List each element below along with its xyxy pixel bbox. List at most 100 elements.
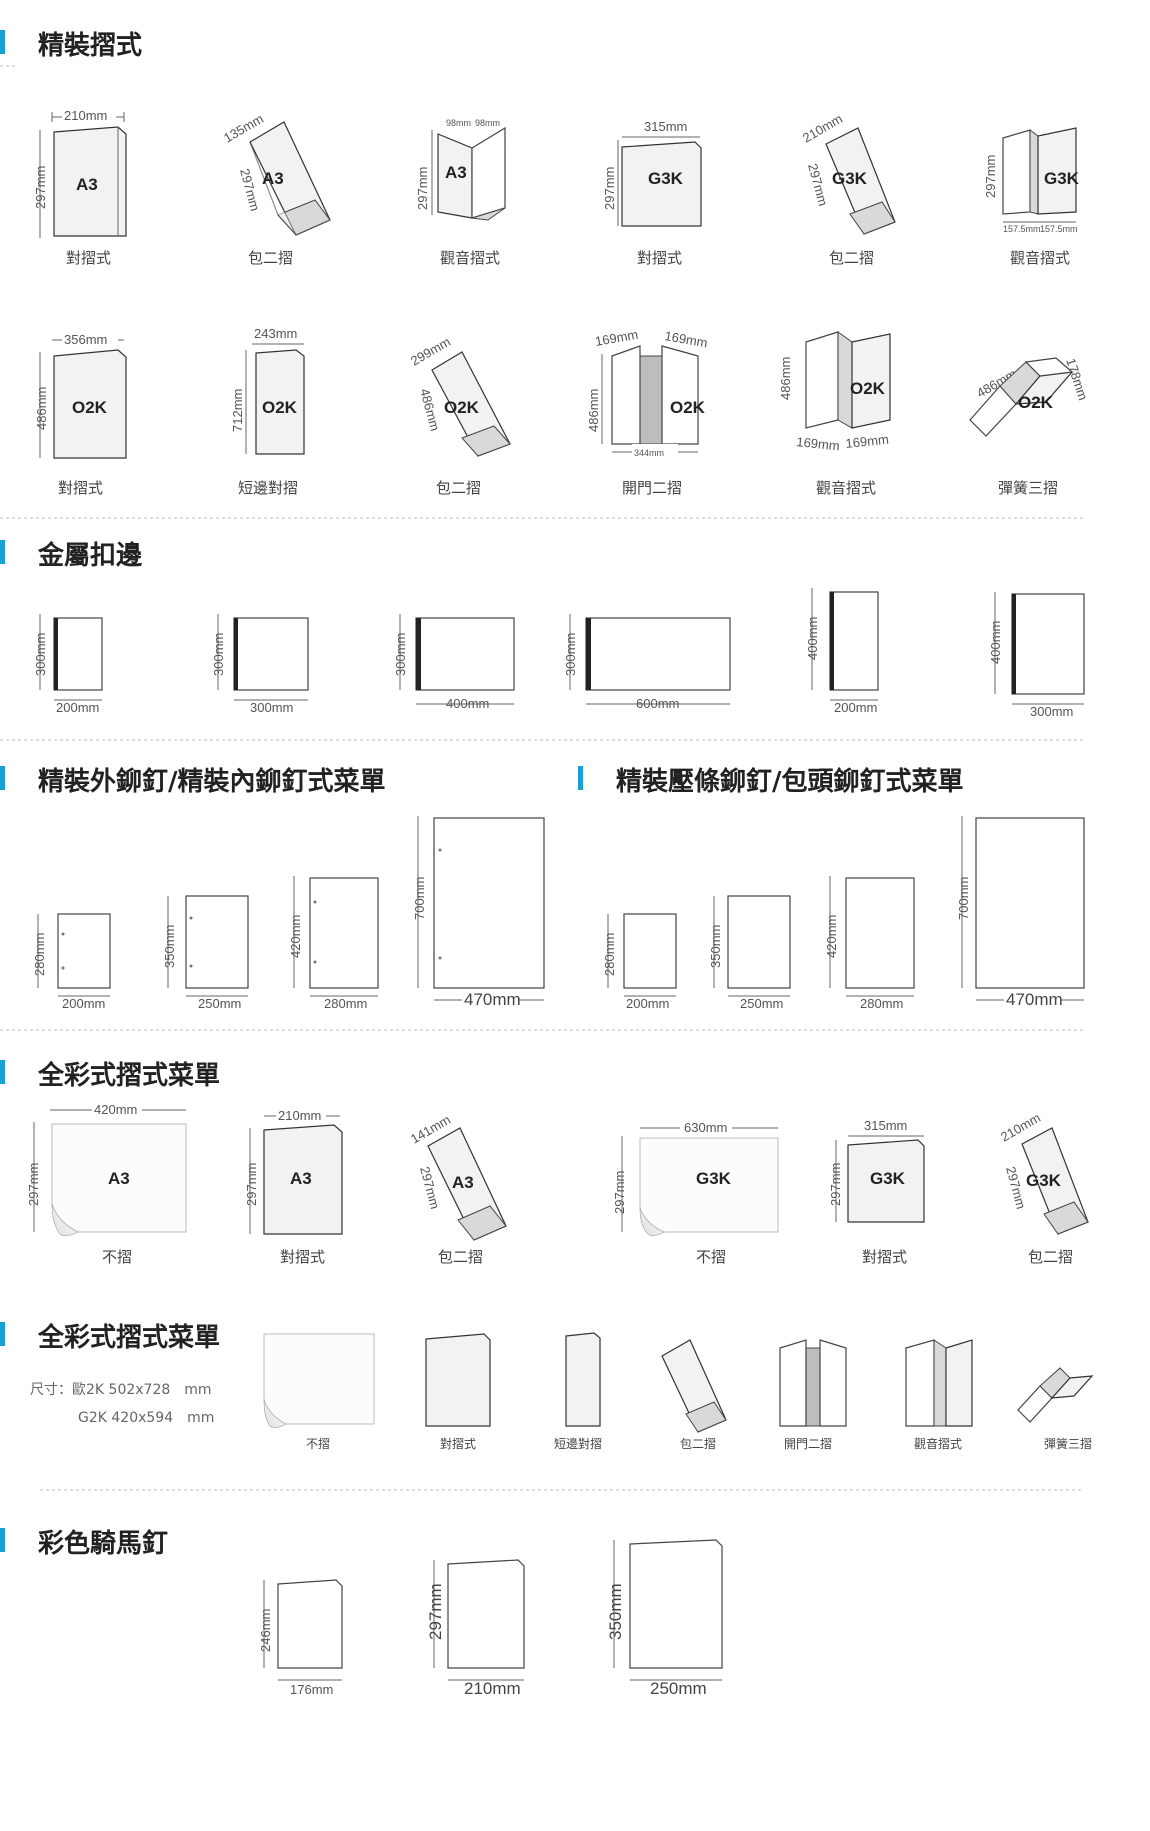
svg-text:200mm: 200mm — [626, 996, 669, 1011]
svg-text:O2K: O2K — [670, 398, 706, 417]
svg-text:243mm: 243mm — [254, 326, 297, 341]
section-title: 全彩式摺式菜單 — [37, 1322, 220, 1353]
svg-text:觀音摺式: 觀音摺式 — [914, 1436, 962, 1451]
section-metal-edge: 金屬扣邊 300mm 200mm 300mm 300mm 300mm 400mm — [0, 540, 1085, 741]
booklet-210x297: 297mm 210mm — [426, 1559, 525, 1698]
svg-text:157.5mm: 157.5mm — [1040, 224, 1078, 234]
svg-text:G3K: G3K — [696, 1169, 732, 1188]
item-g3k-gate-fold: 297mm 157.5mm 157.5mm G3K 觀音摺式 — [983, 127, 1080, 267]
svg-text:A3: A3 — [262, 169, 284, 188]
svg-text:280mm: 280mm — [602, 933, 617, 976]
svg-text:700mm: 700mm — [412, 877, 427, 920]
svg-text:彈簧三摺: 彈簧三摺 — [1044, 1436, 1092, 1451]
svg-text:297mm: 297mm — [244, 1163, 259, 1206]
book-300x300: 300mm 300mm — [211, 614, 309, 715]
book-600x300: 300mm 600mm — [563, 614, 731, 711]
left-rivet-menus: 280mm 200mm 350mm 250mm 420mm 280mm 700m… — [32, 816, 545, 1011]
svg-text:G3K: G3K — [832, 169, 868, 188]
svg-text:600mm: 600mm — [636, 696, 679, 711]
section-marker — [578, 766, 583, 790]
svg-text:98mm: 98mm — [446, 118, 471, 128]
caption: 對摺式 — [637, 249, 682, 267]
svg-text:486mm: 486mm — [778, 357, 793, 400]
thumb-gate: 觀音摺式 — [905, 1339, 973, 1451]
svg-text:169mm: 169mm — [663, 328, 708, 350]
item-a3-half-fold: 210mm 297mm A3 對摺式 — [33, 107, 127, 267]
svg-text:A3: A3 — [108, 1169, 130, 1188]
svg-text:開門二摺: 開門二摺 — [784, 1436, 832, 1451]
svg-text:486mm: 486mm — [586, 389, 601, 432]
thumb-accordion: 彈簧三摺 — [1017, 1367, 1094, 1451]
svg-text:不摺: 不摺 — [306, 1436, 330, 1451]
caption: 對摺式 — [280, 1248, 325, 1266]
item-o2k-half-fold: 356mm 486mm O2K 對摺式 — [34, 330, 127, 497]
svg-text:98mm: 98mm — [475, 118, 500, 128]
svg-text:O2K: O2K — [444, 398, 480, 417]
section-fold-styles: 精裝摺式 210mm 297mm A3 對摺式 135mm 297mm A3 包… — [0, 30, 1091, 519]
item-o2k-accordion: 486mm 178mm O2K 彈簧三摺 — [969, 356, 1091, 497]
item-g3k-wrap-fold: 210mm 297mm G3K 包二摺 — [800, 111, 896, 267]
section-marker — [0, 1528, 5, 1552]
caption: 包二摺 — [1028, 1248, 1073, 1266]
section-rivet-menus: 精裝外鉚釘/精裝內鉚釘式菜單 精裝壓條鉚釘/包頭鉚釘式菜單 280mm 200m… — [0, 766, 1085, 1031]
caption: 不摺 — [102, 1248, 132, 1266]
svg-text:712mm: 712mm — [230, 389, 245, 432]
caption: 包二摺 — [438, 1248, 483, 1266]
svg-text:200mm: 200mm — [834, 700, 877, 715]
svg-text:297mm: 297mm — [828, 1163, 843, 1206]
svg-text:400mm: 400mm — [988, 621, 1003, 664]
svg-text:297mm: 297mm — [26, 1163, 41, 1206]
svg-text:G3K: G3K — [1044, 169, 1080, 188]
svg-text:O2K: O2K — [72, 398, 108, 417]
svg-text:315mm: 315mm — [644, 119, 687, 134]
svg-text:300mm: 300mm — [33, 633, 48, 676]
caption: 彈簧三摺 — [998, 479, 1058, 497]
svg-text:300mm: 300mm — [1030, 704, 1073, 719]
item-a3-gate-fold: 98mm 98mm 297mm A3 觀音摺式 — [415, 118, 506, 267]
svg-text:344mm: 344mm — [634, 448, 664, 458]
book-200x400: 400mm 200mm — [805, 588, 879, 715]
svg-text:157.5mm: 157.5mm — [1003, 224, 1041, 234]
svg-text:400mm: 400mm — [805, 617, 820, 660]
caption: 觀音摺式 — [816, 479, 876, 497]
svg-text:420mm: 420mm — [94, 1102, 137, 1117]
svg-text:A3: A3 — [445, 163, 467, 182]
thumb-half: 對摺式 — [425, 1333, 491, 1451]
svg-text:A3: A3 — [76, 175, 98, 194]
svg-text:包二摺: 包二摺 — [680, 1436, 716, 1451]
book-200x300: 300mm 200mm — [33, 614, 103, 715]
svg-text:315mm: 315mm — [864, 1118, 907, 1133]
item-o2k-wrap-fold: 299mm 486mm O2K 包二摺 — [408, 334, 511, 497]
section-title-right: 精裝壓條鉚釘/包頭鉚釘式菜單 — [616, 766, 964, 797]
thumb-door: 開門二摺 — [779, 1339, 847, 1451]
svg-text:297mm: 297mm — [805, 162, 831, 208]
svg-text:297mm: 297mm — [612, 1171, 627, 1214]
svg-text:297mm: 297mm — [33, 166, 48, 209]
caption: 不摺 — [696, 1248, 726, 1266]
svg-text:350mm: 350mm — [708, 925, 723, 968]
section-title-left: 精裝外鉚釘/精裝內鉚釘式菜單 — [38, 766, 386, 797]
size-label: 尺寸：歐2K 502x728 mm — [30, 1382, 212, 1398]
booklet-176x246: 246mm 176mm — [258, 1579, 343, 1697]
svg-text:280mm: 280mm — [32, 933, 47, 976]
svg-text:300mm: 300mm — [393, 633, 408, 676]
svg-text:200mm: 200mm — [56, 700, 99, 715]
right-rivet-menus: 280mm 200mm 350mm 250mm 420mm 280mm 700m… — [602, 816, 1085, 1011]
section-marker — [0, 30, 5, 54]
section-fullcolor-fold-1: 全彩式摺式菜單 420mm 297mm A3 不摺 210mm 297mm A3… — [0, 1060, 1089, 1266]
svg-text:178mm: 178mm — [1063, 356, 1091, 402]
svg-text:297mm: 297mm — [983, 155, 998, 198]
svg-text:O2K: O2K — [1018, 393, 1054, 412]
svg-text:250mm: 250mm — [198, 996, 241, 1011]
svg-text:A3: A3 — [290, 1169, 312, 1188]
a3-wrap: 141mm 297mm A3 包二摺 — [408, 1112, 507, 1266]
svg-text:短邊對摺: 短邊對摺 — [554, 1436, 602, 1451]
svg-text:700mm: 700mm — [956, 877, 971, 920]
section-fullcolor-fold-2: 全彩式摺式菜單 尺寸：歐2K 502x728 mm G2K 420x594 mm… — [0, 1322, 1094, 1491]
svg-text:G3K: G3K — [648, 169, 684, 188]
section-marker — [0, 1322, 5, 1346]
svg-text:297mm: 297mm — [426, 1583, 445, 1640]
svg-text:O2K: O2K — [850, 379, 886, 398]
caption: 包二摺 — [248, 249, 293, 267]
